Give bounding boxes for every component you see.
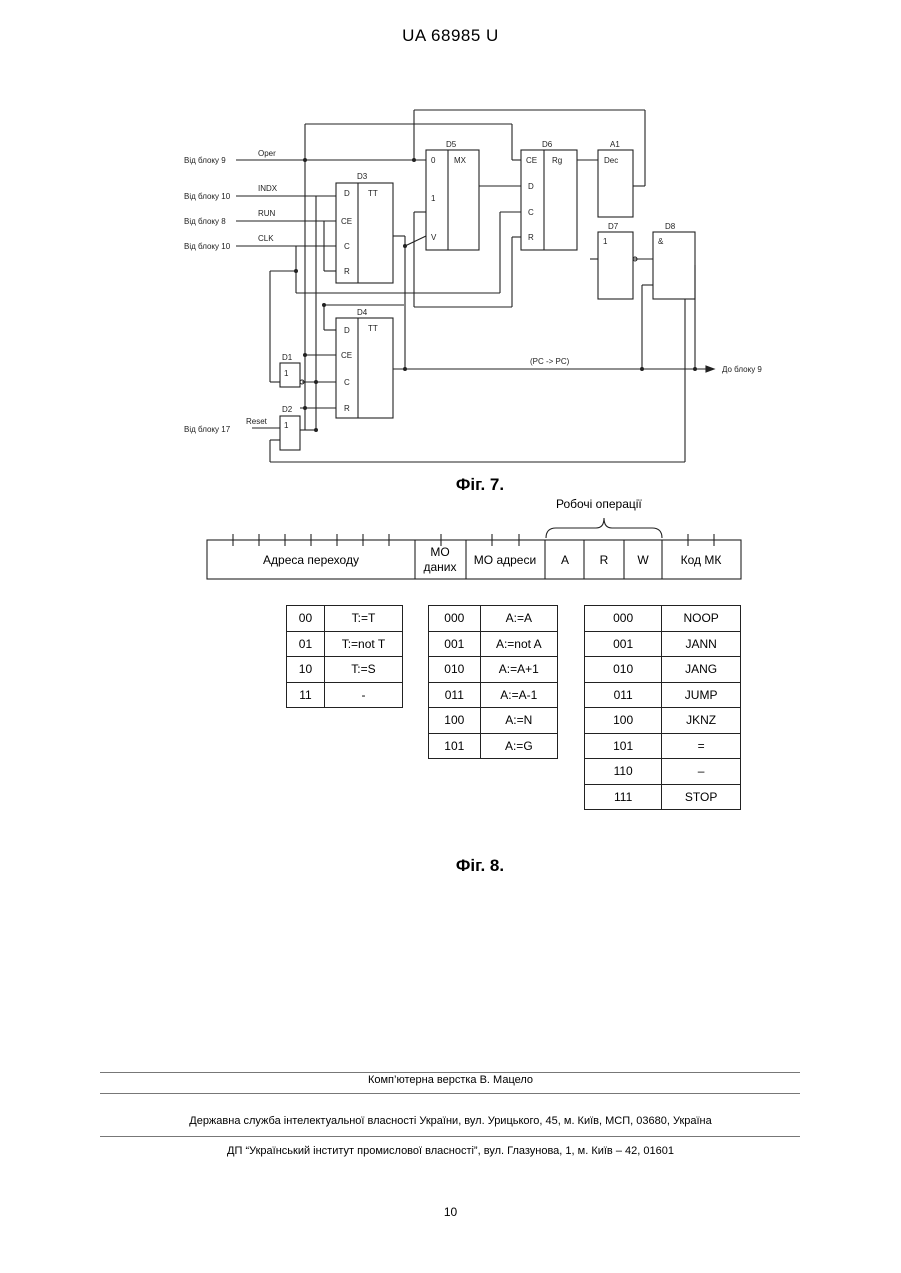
field-jump-address: Адреса переходу <box>263 553 359 567</box>
table-row: 100JKNZ <box>585 708 741 734</box>
operation-cell: JANG <box>662 657 741 683</box>
operation-cell: – <box>662 759 741 785</box>
operation-cell: JANN <box>662 631 741 657</box>
table-row: 101= <box>585 733 741 759</box>
table-row: 11- <box>287 682 403 708</box>
footer-divider <box>100 1136 800 1137</box>
figure-8-caption: Фіг. 8. <box>400 856 560 876</box>
footer-layout-credit: Комп’ютерна верстка В. Мацело <box>0 1074 901 1086</box>
code-cell: 111 <box>585 784 662 810</box>
table-mo-address: 000A:=A001A:=not A010A:=A+1011A:=A-1100A… <box>428 605 558 759</box>
code-cell: 001 <box>585 631 662 657</box>
table-row: 001A:=not A <box>429 631 558 657</box>
code-cell: 100 <box>429 708 481 734</box>
code-cell: 010 <box>585 657 662 683</box>
field-w: W <box>637 553 649 567</box>
operation-cell: NOOP <box>662 606 741 632</box>
code-cell: 10 <box>287 657 325 683</box>
table-row: 010JANG <box>585 657 741 683</box>
field-mo-data-line2: даних <box>423 560 456 574</box>
footer-divider <box>100 1093 800 1094</box>
field-r: R <box>600 553 609 567</box>
code-cell: 00 <box>287 606 325 632</box>
operation-cell: A:=G <box>480 733 557 759</box>
table-row: 100A:=N <box>429 708 558 734</box>
table-row: 101A:=G <box>429 733 558 759</box>
table-row: 10T:=S <box>287 657 403 683</box>
operation-cell: STOP <box>662 784 741 810</box>
table-row: 001JANN <box>585 631 741 657</box>
field-mo-address: МО адреси <box>474 553 536 567</box>
table-row: 01T:=not T <box>287 631 403 657</box>
code-cell: 101 <box>585 733 662 759</box>
operation-cell: T:=S <box>324 657 402 683</box>
code-cell: 110 <box>585 759 662 785</box>
code-cell: 000 <box>585 606 662 632</box>
operation-cell: A:=N <box>480 708 557 734</box>
footer-divider <box>100 1072 800 1073</box>
operation-cell: A:=A-1 <box>480 682 557 708</box>
operation-cell: - <box>324 682 402 708</box>
footer-institute: ДП “Український інститут промислової вла… <box>0 1145 901 1157</box>
operation-cell: T:=not T <box>324 631 402 657</box>
footer-agency: Державна служба інтелектуальної власност… <box>0 1115 901 1127</box>
code-cell: 100 <box>585 708 662 734</box>
table-row: 000A:=A <box>429 606 558 632</box>
table-row: 111STOP <box>585 784 741 810</box>
table-row: 00T:=T <box>287 606 403 632</box>
code-cell: 101 <box>429 733 481 759</box>
operation-cell: JUMP <box>662 682 741 708</box>
field-a: A <box>561 553 569 567</box>
table-row: 110– <box>585 759 741 785</box>
instruction-format-diagram: Адреса переходу МО даних МО адреси A R W… <box>0 0 901 600</box>
code-cell: 11 <box>287 682 325 708</box>
field-mk-code: Код МК <box>681 553 722 567</box>
table-row: 011A:=A-1 <box>429 682 558 708</box>
code-cell: 010 <box>429 657 481 683</box>
operation-cell: T:=T <box>324 606 402 632</box>
table-mo-data: 00T:=T01T:=not T10T:=S11- <box>286 605 403 708</box>
field-mo-data-line1: МО <box>430 545 449 559</box>
operation-cell: A:=not A <box>480 631 557 657</box>
operation-cell: A:=A <box>480 606 557 632</box>
code-cell: 011 <box>585 682 662 708</box>
page-number: 10 <box>0 1205 901 1219</box>
code-cell: 01 <box>287 631 325 657</box>
table-row: 010A:=A+1 <box>429 657 558 683</box>
code-cell: 001 <box>429 631 481 657</box>
table-row: 011JUMP <box>585 682 741 708</box>
operation-cell: A:=A+1 <box>480 657 557 683</box>
operation-cell: = <box>662 733 741 759</box>
operation-cell: JKNZ <box>662 708 741 734</box>
operations-brace <box>546 518 662 538</box>
table-row: 000NOOP <box>585 606 741 632</box>
code-cell: 011 <box>429 682 481 708</box>
code-cell: 000 <box>429 606 481 632</box>
table-mk-codes: 000NOOP001JANN010JANG011JUMP100JKNZ101=1… <box>584 605 741 810</box>
